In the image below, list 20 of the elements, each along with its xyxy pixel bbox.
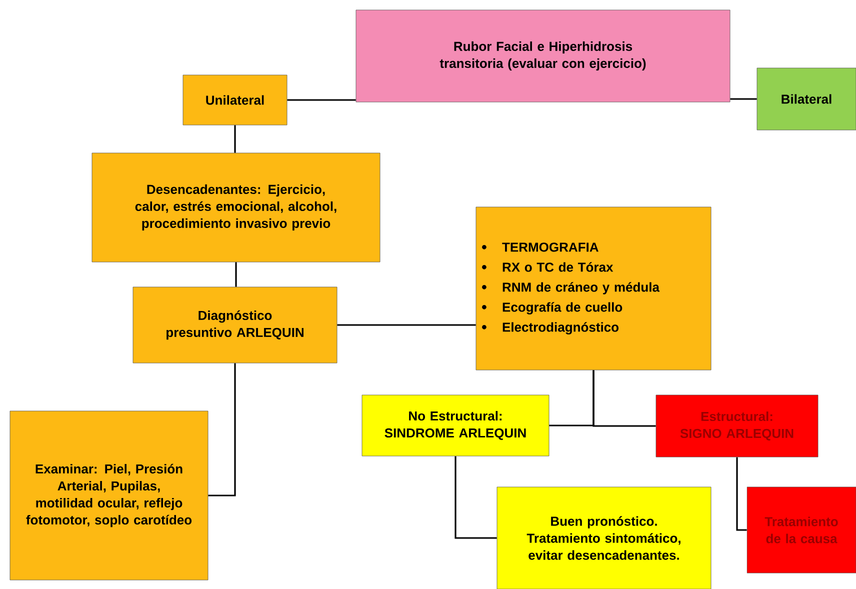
process-box: Examinar: Piel, Presión Arterial, Pupilas, motilidad ocular, reflejo fotomotor, soplo carotídeo: [10, 410, 208, 580]
connector-line: [235, 262, 237, 287]
result-box: No Estructural: SINDROME ARLEQUIN: [362, 394, 550, 456]
outcome-box: Buen pronóstico. Tratamiento sintomático, evitar desencadenantes.: [496, 486, 712, 589]
result-box: Estructural: SIGNO ARLEQUIN: [656, 394, 818, 458]
connector-line: [234, 125, 236, 153]
test-list-box: TERMOGRAFIA RX o TC de Tórax RNM de cráneo y médula Ecografía de cuello Electrodiagnóstico: [476, 206, 712, 370]
outcome-box: Tratamiento de la causa: [746, 486, 856, 574]
connector-line: [287, 99, 356, 101]
title-box: Rubor Facial e Hiperhidrosis transitoria (evaluar con ejercicio): [356, 10, 730, 102]
connector-line: [208, 363, 236, 496]
process-box: Desencadenantes: Ejercicio, calor, estrés emocional, alcohol, procedimiento invasivo previo: [92, 152, 380, 262]
connector-line: [592, 370, 656, 427]
diagnosis-box: Diagnóstico presuntivo ARLEQUIN: [132, 286, 338, 364]
connector-line: [337, 324, 476, 326]
branch-box: Bilateral: [756, 68, 856, 130]
connector-line: [736, 457, 747, 531]
connector-line: [730, 98, 757, 100]
branch-box: Unilateral: [182, 74, 288, 126]
connector-line: [454, 456, 497, 539]
